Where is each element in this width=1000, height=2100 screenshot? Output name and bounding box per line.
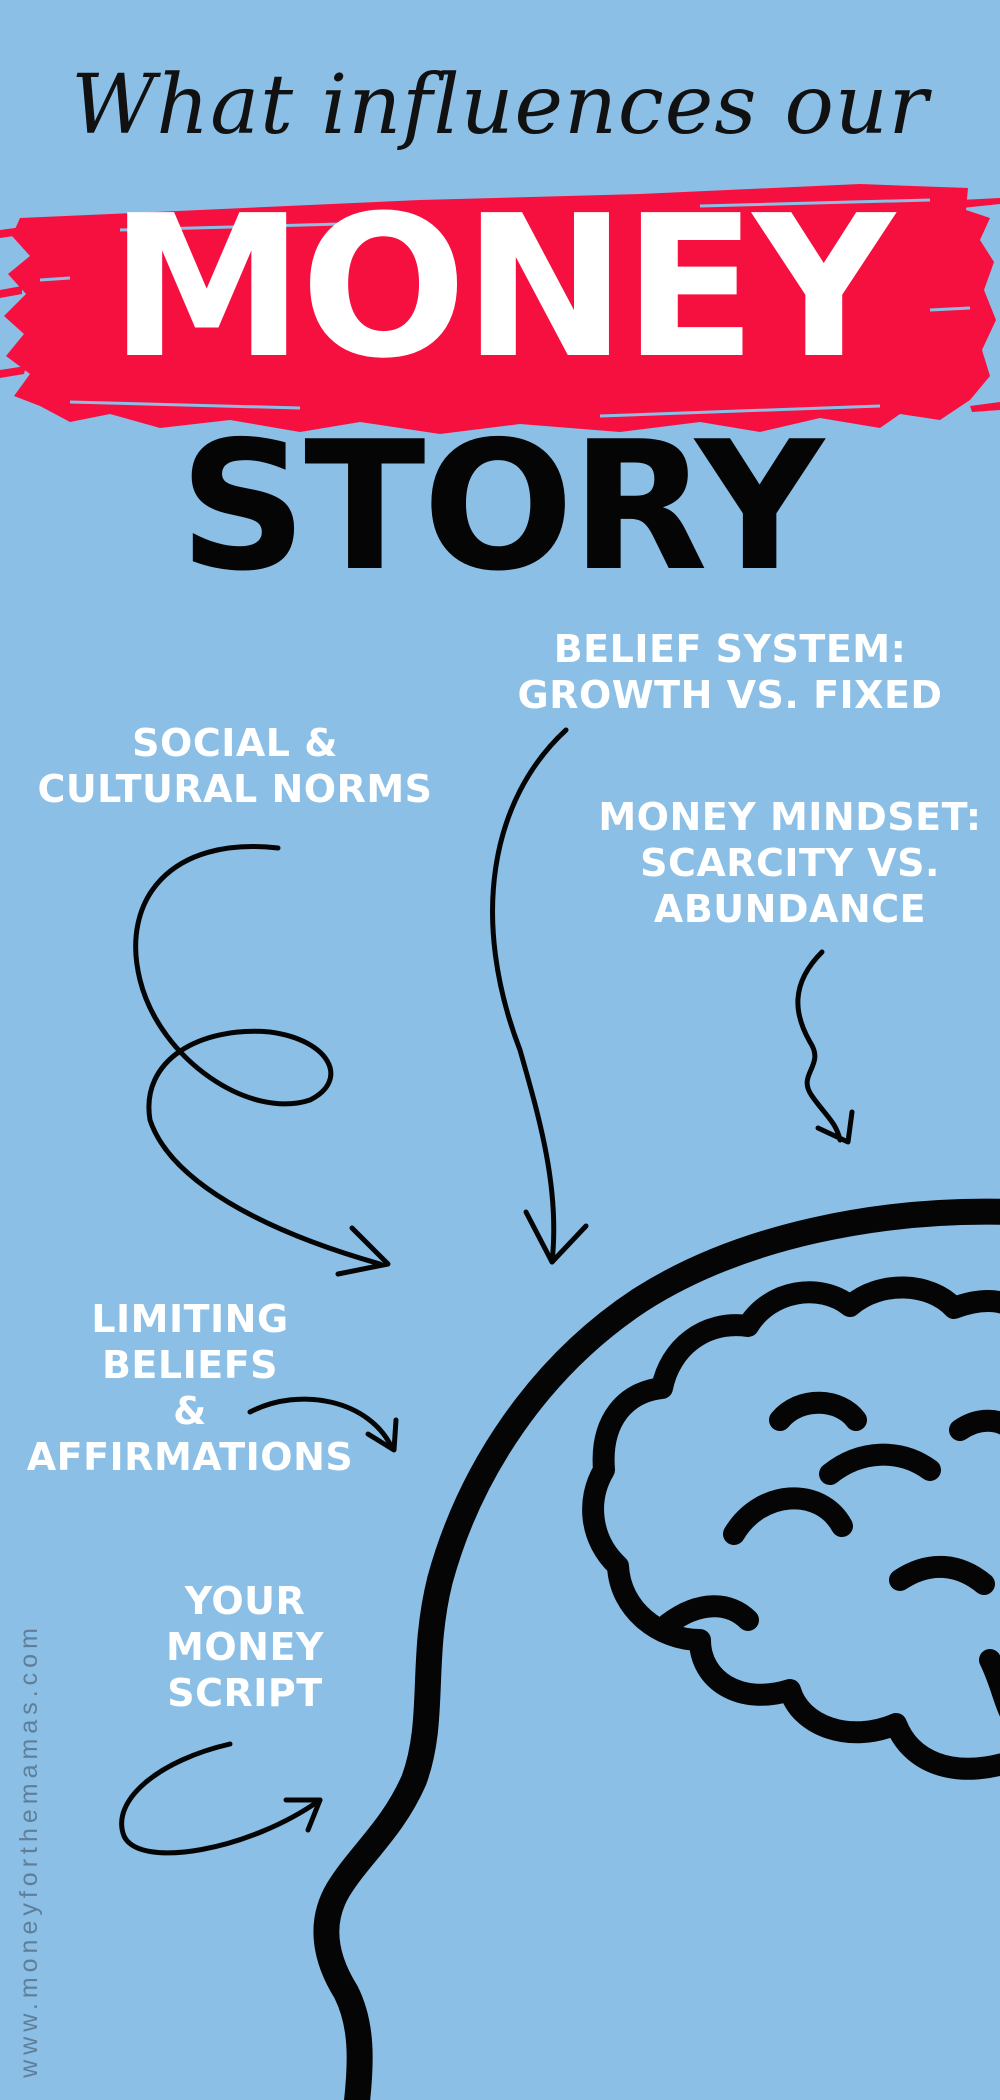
label-line: SCARCITY VS.: [640, 841, 940, 885]
label-line: CULTURAL NORMS: [37, 767, 433, 811]
head-outline-icon: [313, 1198, 1000, 2100]
label-line: ABUNDANCE: [653, 887, 927, 931]
label-social-norms: SOCIAL & CULTURAL NORMS: [20, 720, 450, 812]
brain-icon: [582, 1276, 1000, 1780]
money-heading: MONEY: [109, 174, 895, 402]
script-title: What influences our: [71, 58, 929, 153]
label-line: SCRIPT: [167, 1671, 323, 1715]
website-url-text: www.moneyforthemamas.com: [14, 1622, 43, 2078]
website-url: www.moneyforthemamas.com: [6, 1610, 52, 2090]
story-heading: STORY: [178, 403, 824, 610]
label-money-mindset: MONEY MINDSET: SCARCITY VS. ABUNDANCE: [580, 794, 1000, 932]
label-line: YOUR: [184, 1579, 306, 1623]
arrow-icon: [119, 1741, 323, 1856]
label-belief-system: BELIEF SYSTEM: GROWTH VS. FIXED: [470, 626, 990, 718]
label-line: BELIEF SYSTEM:: [553, 627, 907, 671]
label-line: BELIEFS: [101, 1343, 279, 1387]
brush-stroke: [0, 184, 1000, 434]
arrow-icon: [490, 727, 589, 1265]
label-line: MONEY MINDSET:: [598, 795, 982, 839]
label-line: AFFIRMATIONS: [26, 1435, 354, 1479]
arrow-icon: [247, 1396, 399, 1453]
label-line: &: [173, 1389, 207, 1433]
label-line: GROWTH VS. FIXED: [517, 673, 943, 717]
arrow-icon: [133, 844, 391, 1277]
label-limiting-beliefs: LIMITING BELIEFS & AFFIRMATIONS: [20, 1296, 360, 1480]
label-line: SOCIAL &: [132, 721, 338, 765]
label-money-script: YOUR MONEY SCRIPT: [130, 1578, 360, 1716]
label-line: LIMITING: [91, 1297, 289, 1341]
arrow-icon: [795, 949, 855, 1145]
label-line: MONEY: [166, 1625, 324, 1669]
